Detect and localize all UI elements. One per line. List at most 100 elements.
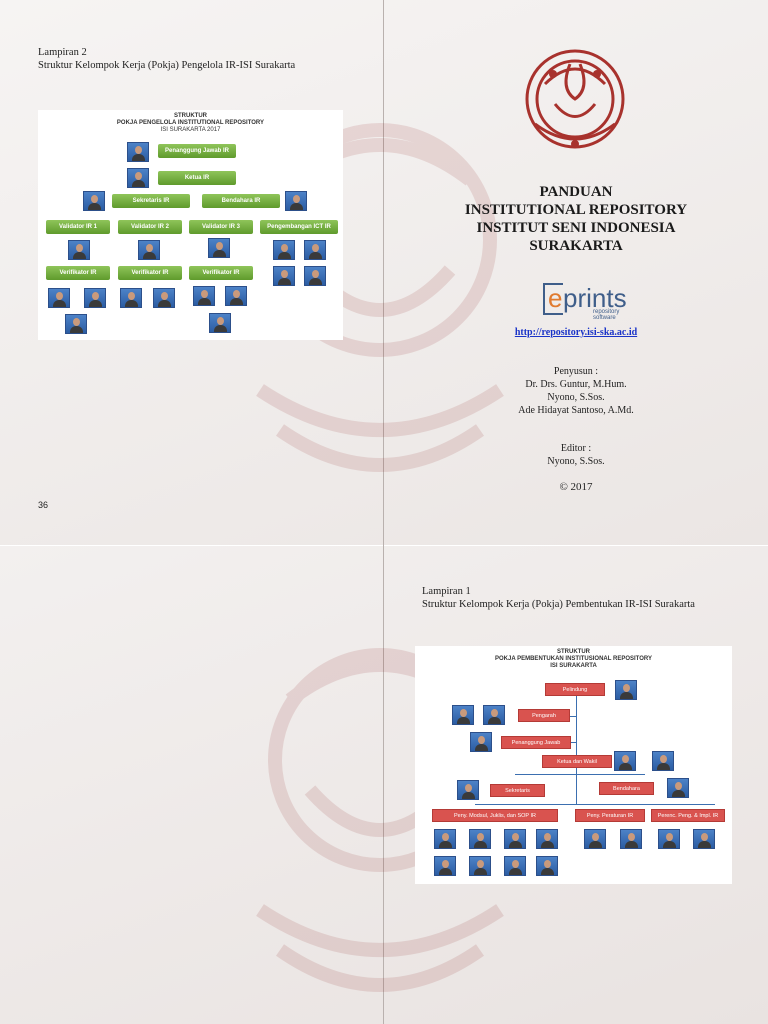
editor-name: Nyono, S.Sos. bbox=[547, 456, 605, 467]
cover-title: PANDUAN INSTITUTIONAL REPOSITORY INSTITU… bbox=[384, 183, 768, 255]
caption-title: Struktur Kelompok Kerja (Pokja) Pembentu… bbox=[422, 599, 695, 610]
org-chart-pembentukan: STRUKTUR POKJA PEMBENTUKAN INSTITUSIONAL… bbox=[415, 646, 732, 884]
member-photo bbox=[470, 732, 492, 752]
member-photo bbox=[304, 240, 326, 260]
member-photo bbox=[127, 142, 149, 162]
box-pengembangan-ict: Pengembangan ICT IR bbox=[260, 220, 338, 234]
member-photo bbox=[434, 829, 456, 849]
cover-title-line: INSTITUT SENI INDONESIA bbox=[476, 220, 676, 236]
member-photo bbox=[614, 751, 636, 771]
box-penanggung-jawab: Penanggung Jawab bbox=[501, 736, 571, 749]
chart-subtitle: POKJA PENGELOLA INSTITUTIONAL REPOSITORY bbox=[116, 120, 265, 126]
caption-label: Lampiran 2 bbox=[38, 47, 87, 58]
box-validator-2: Validator IR 2 bbox=[118, 220, 182, 234]
member-photo bbox=[153, 288, 175, 308]
eprints-e: e bbox=[548, 283, 563, 313]
editor-block: Editor : Nyono, S.Sos. bbox=[384, 442, 768, 468]
spread-separator bbox=[0, 545, 768, 546]
box-perenc-peng-impl: Perenc. Peng. & Impl. IR bbox=[651, 809, 725, 822]
org-chart-pengelola: STRUKTUR POKJA PENGELOLA INSTITUTIONAL R… bbox=[38, 110, 343, 340]
box-bendahara: Bendahara bbox=[599, 782, 654, 795]
box-verifikator-2: Verifikator IR bbox=[118, 266, 182, 280]
lampiran-1-caption: Lampiran 1 Struktur Kelompok Kerja (Pokj… bbox=[422, 585, 695, 611]
editor-label: Editor : bbox=[560, 443, 592, 454]
member-photo bbox=[620, 829, 642, 849]
member-photo bbox=[584, 829, 606, 849]
chart-year: ISI SURAKARTA 2017 bbox=[160, 127, 221, 133]
member-photo bbox=[273, 266, 295, 286]
box-sekretaris: Sekretaris IR bbox=[112, 194, 190, 208]
caption-label: Lampiran 1 bbox=[422, 586, 471, 597]
box-verifikator-3: Verifikator IR bbox=[189, 266, 253, 280]
repository-link[interactable]: http://repository.isi-ska.ac.id bbox=[514, 327, 638, 338]
member-photo bbox=[208, 238, 230, 258]
cover-title-line: PANDUAN bbox=[539, 184, 613, 200]
member-photo bbox=[536, 856, 558, 876]
member-photo bbox=[615, 680, 637, 700]
penyusun-label: Penyusun : bbox=[553, 366, 599, 377]
copyright: © 2017 bbox=[559, 481, 593, 493]
eprints-text: prints bbox=[563, 283, 627, 313]
member-photo bbox=[209, 313, 231, 333]
box-sekretaris: Sekretaris bbox=[490, 784, 545, 797]
caption-title: Struktur Kelompok Kerja (Pokja) Pengelol… bbox=[38, 60, 296, 71]
connector-line bbox=[576, 690, 577, 804]
member-photo bbox=[193, 286, 215, 306]
box-ketua: Ketua IR bbox=[158, 171, 236, 185]
member-photo bbox=[434, 856, 456, 876]
member-photo bbox=[504, 856, 526, 876]
chart-title: STRUKTUR bbox=[557, 649, 590, 655]
top-gutter bbox=[383, 0, 384, 545]
connector-line bbox=[475, 804, 715, 805]
member-photo bbox=[652, 751, 674, 771]
box-penanggung-jawab: Penanggung Jawab IR bbox=[158, 144, 236, 158]
member-photo bbox=[483, 705, 505, 725]
box-verifikator-1: Verifikator IR bbox=[46, 266, 110, 280]
member-photo bbox=[48, 288, 70, 308]
member-photo bbox=[285, 191, 307, 211]
chart-title: STRUKTUR bbox=[174, 113, 207, 119]
member-photo bbox=[65, 314, 87, 334]
isi-logo-icon bbox=[525, 49, 625, 149]
member-photo bbox=[452, 705, 474, 725]
page-number: 36 bbox=[38, 500, 49, 510]
bottom-gutter bbox=[383, 545, 384, 1024]
member-photo bbox=[273, 240, 295, 260]
connector-line bbox=[515, 774, 645, 775]
member-photo bbox=[469, 856, 491, 876]
emblem-watermark-top bbox=[256, 123, 504, 472]
box-peny-peraturan: Peny. Peraturan IR bbox=[575, 809, 645, 822]
member-photo bbox=[68, 240, 90, 260]
box-validator-3: Validator IR 3 bbox=[189, 220, 253, 234]
member-photo bbox=[84, 288, 106, 308]
member-photo bbox=[304, 266, 326, 286]
box-bendahara: Bendahara IR bbox=[202, 194, 280, 208]
eprints-logo: e prints repository software bbox=[543, 283, 643, 321]
member-photo bbox=[120, 288, 142, 308]
lampiran-2-caption: Lampiran 2 Struktur Kelompok Kerja (Pokj… bbox=[38, 46, 295, 72]
penyusun-name: Dr. Drs. Guntur, M.Hum. bbox=[525, 379, 627, 390]
box-ketua-dan-wakil: Ketua dan Wakil bbox=[542, 755, 612, 768]
member-photo bbox=[469, 829, 491, 849]
member-photo bbox=[225, 286, 247, 306]
member-photo bbox=[536, 829, 558, 849]
member-photo bbox=[138, 240, 160, 260]
repository-url[interactable]: http://repository.isi-ska.ac.id bbox=[384, 326, 768, 339]
box-pengarah: Pengarah bbox=[518, 709, 570, 722]
cover-title-line: SURAKARTA bbox=[529, 238, 623, 254]
member-photo bbox=[127, 168, 149, 188]
penyusun-block: Penyusun : Dr. Drs. Guntur, M.Hum. Nyono… bbox=[384, 365, 768, 417]
penyusun-name: Nyono, S.Sos. bbox=[547, 392, 605, 403]
member-photo bbox=[693, 829, 715, 849]
cover-title-line: INSTITUTIONAL REPOSITORY bbox=[464, 202, 688, 218]
eprints-subtitle: repository software bbox=[593, 309, 620, 321]
member-photo bbox=[667, 778, 689, 798]
member-photo bbox=[658, 829, 680, 849]
chart-institution: ISI SURAKARTA bbox=[550, 663, 597, 669]
eprints-bracket-icon bbox=[543, 283, 563, 315]
member-photo bbox=[83, 191, 105, 211]
member-photo bbox=[504, 829, 526, 849]
box-peny-modsul: Peny. Modsul, Juklis, dan SOP IR bbox=[432, 809, 558, 822]
member-photo bbox=[457, 780, 479, 800]
box-pelindung: Pelindung bbox=[545, 683, 605, 696]
